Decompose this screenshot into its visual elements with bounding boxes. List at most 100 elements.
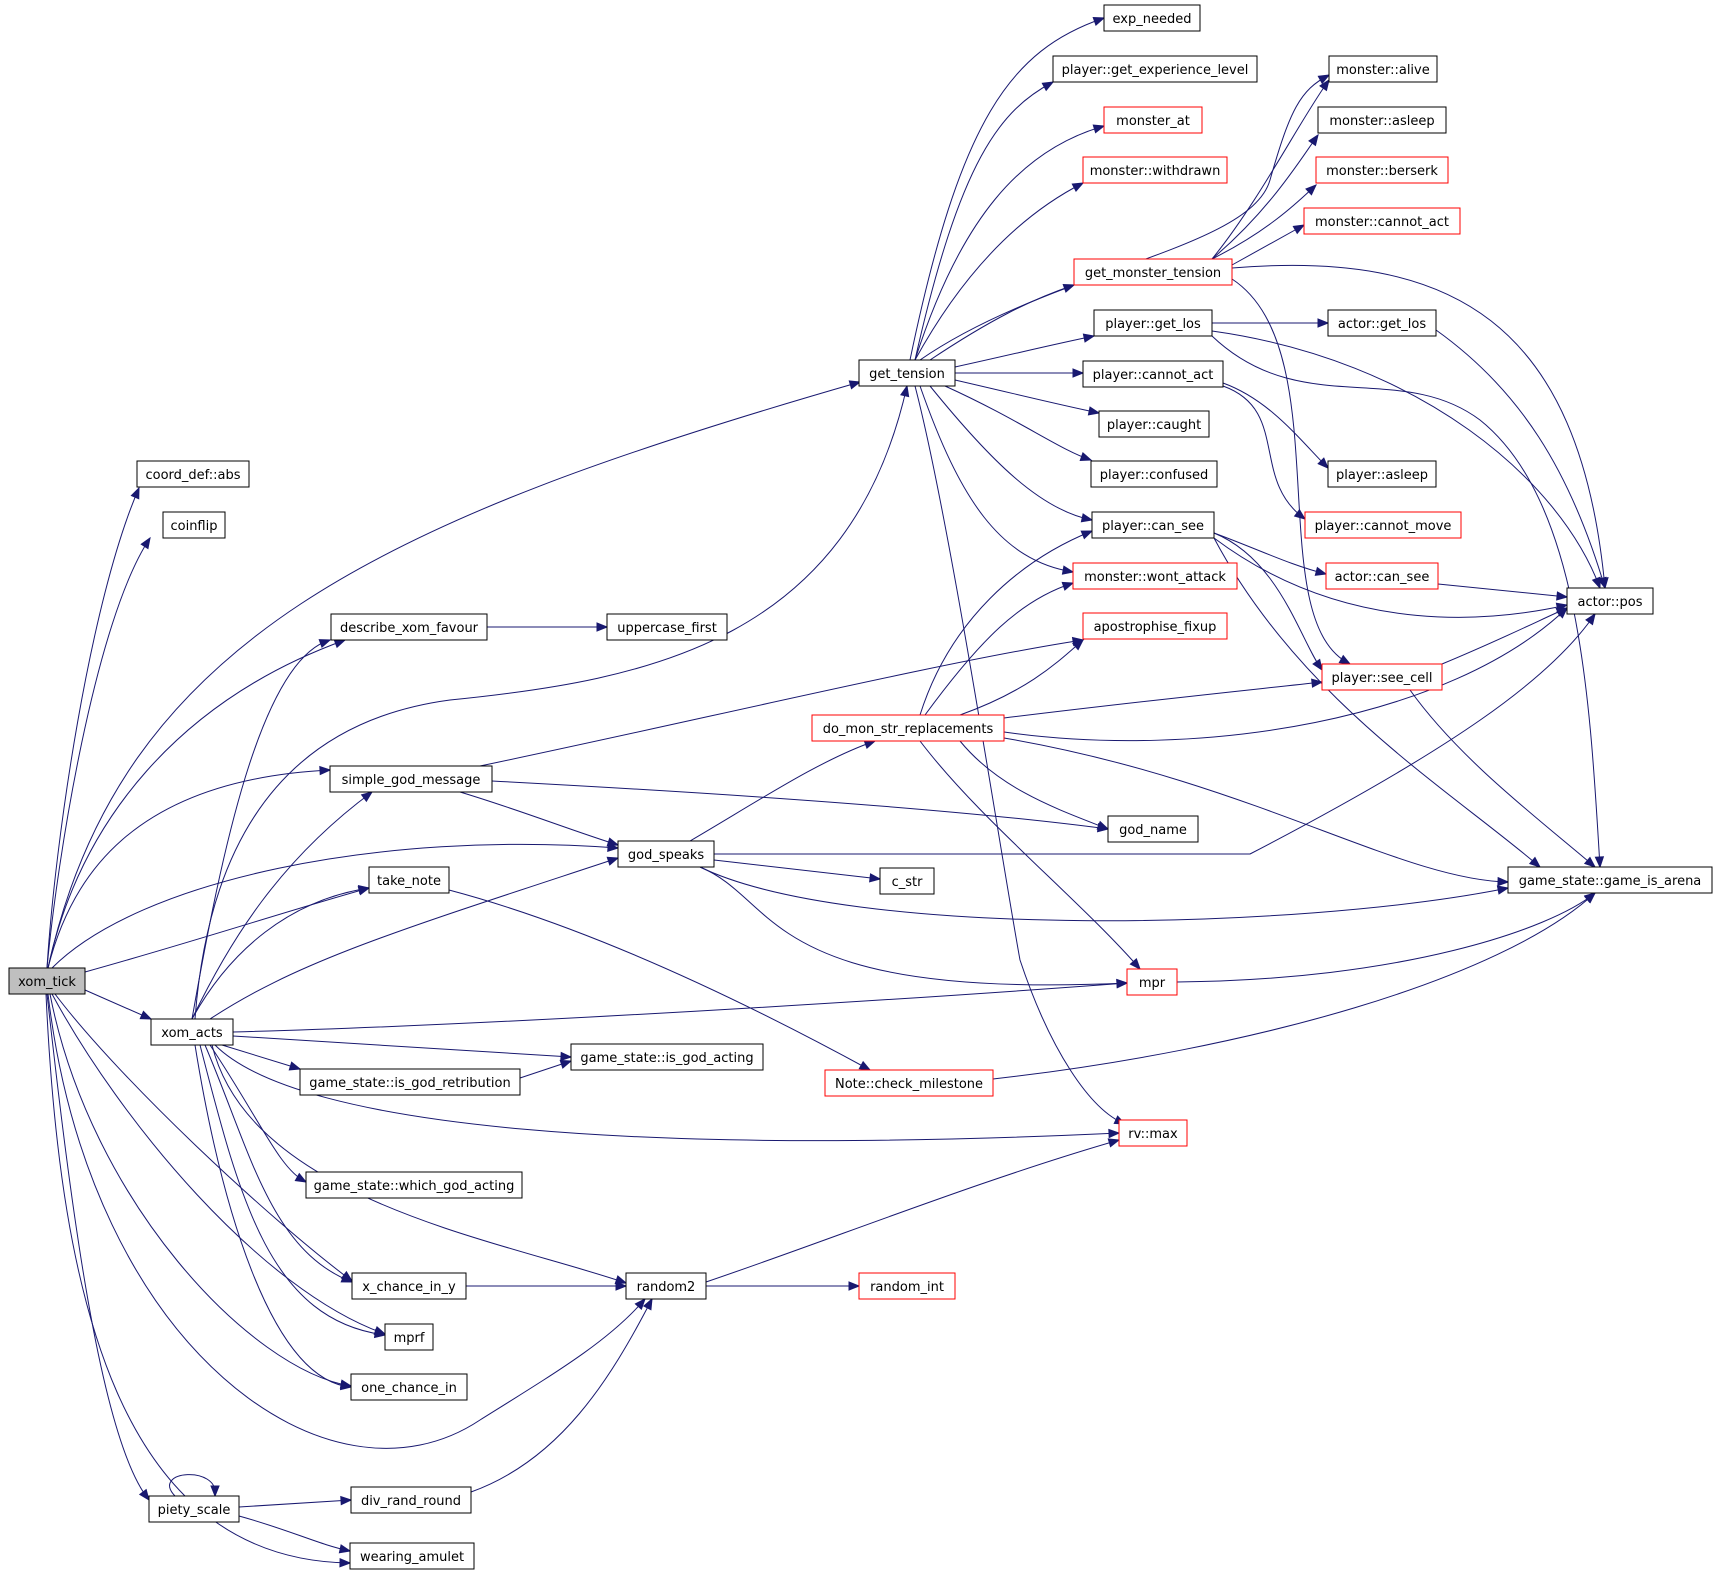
node-actor-can-see[interactable]: actor::can_see <box>1325 562 1439 590</box>
edge-line <box>191 639 331 1020</box>
node-is-god-acting[interactable]: game_state::is_god_acting <box>570 1043 764 1071</box>
edge-arrowhead <box>339 1558 352 1568</box>
node-which-god-acting[interactable]: game_state::which_god_acting <box>305 1171 523 1199</box>
node-label: coinflip <box>170 519 217 534</box>
node-box <box>351 1272 467 1300</box>
node-mprf[interactable]: mprf <box>384 1323 434 1351</box>
node-game-is-arena[interactable]: game_state::game_is_arena <box>1507 866 1713 894</box>
edge-arrowhead <box>1082 333 1096 343</box>
node-label: monster::cannot_act <box>1315 215 1449 230</box>
edge-arrowhead <box>294 1172 308 1183</box>
node-god-speaks[interactable]: god_speaks <box>617 840 715 868</box>
edge-player_see_cell-to-game_is_arena <box>1409 689 1597 868</box>
node-monster-asleep[interactable]: monster::asleep <box>1317 106 1447 134</box>
node-describe-xom-favour[interactable]: describe_xom_favour <box>330 613 488 641</box>
node-apostrophise-fixup[interactable]: apostrophise_fixup <box>1082 612 1228 640</box>
edge-line <box>959 639 1084 716</box>
node-monster-at[interactable]: monster_at <box>1103 106 1203 134</box>
node-coinflip[interactable]: coinflip <box>162 511 226 539</box>
node-box <box>330 613 488 641</box>
edge-line <box>54 993 353 1282</box>
edge-player_get_los-to-actor_pos <box>1211 330 1601 590</box>
node-simple-god-message[interactable]: simple_god_message <box>329 765 493 793</box>
node-note-check-milestone[interactable]: Note::check_milestone <box>824 1069 994 1097</box>
edge-line <box>1003 607 1568 742</box>
node-label: take_note <box>377 874 441 889</box>
edge-line <box>209 857 619 1020</box>
node-box <box>1566 587 1654 615</box>
edge-player_can_see-to-game_is_arena <box>1213 537 1542 868</box>
node-coord-abs[interactable]: coord_def::abs <box>136 460 250 488</box>
node-box <box>329 765 493 793</box>
node-x-chance-in-y[interactable]: x_chance_in_y <box>351 1272 467 1300</box>
node-box <box>305 1171 523 1199</box>
node-one-chance-in[interactable]: one_chance_in <box>350 1373 468 1401</box>
edge-div_rand_round-to-random2 <box>470 1297 653 1493</box>
node-monster-alive[interactable]: monster::alive <box>1328 55 1438 83</box>
edge-arrowhead <box>1129 957 1141 971</box>
node-god-name[interactable]: god_name <box>1107 815 1199 843</box>
node-actor-pos[interactable]: actor::pos <box>1566 587 1654 615</box>
node-xom-acts[interactable]: xom_acts <box>150 1018 234 1046</box>
node-box <box>1304 511 1462 539</box>
edge-player_get_los-to-actor_get_los <box>1212 318 1330 328</box>
edge-line <box>1176 892 1596 983</box>
edge-get_tension-to-player_get_los <box>954 333 1096 368</box>
node-player-caught[interactable]: player::caught <box>1098 410 1210 438</box>
node-take-note[interactable]: take_note <box>368 866 450 894</box>
node-rv-max[interactable]: rv::max <box>1118 1119 1188 1147</box>
edge-xom_acts-to-mprf <box>199 1044 387 1339</box>
node-player-see-cell[interactable]: player::see_cell <box>1321 663 1443 691</box>
node-actor-get-los[interactable]: actor::get_los <box>1327 309 1437 337</box>
node-wearing-amulet[interactable]: wearing_amulet <box>349 1542 475 1570</box>
node-monster-withdrawn[interactable]: monster::withdrawn <box>1082 156 1228 184</box>
edge-line <box>46 537 151 969</box>
edge-arrowhead <box>614 1275 628 1285</box>
node-player-get-experience-level[interactable]: player::get_experience_level <box>1052 55 1258 83</box>
node-monster-wont-attack[interactable]: monster::wont_attack <box>1072 562 1238 590</box>
edge-random2-to-rv_max <box>705 1138 1121 1283</box>
node-player-get-los[interactable]: player::get_los <box>1093 309 1213 337</box>
node-random2[interactable]: random2 <box>625 1272 707 1300</box>
node-label: exp_needed <box>1113 12 1192 27</box>
node-piety-scale[interactable]: piety_scale <box>148 1495 240 1523</box>
node-monster-cannot-act[interactable]: monster::cannot_act <box>1303 207 1461 235</box>
edge-line <box>914 125 1105 361</box>
node-get-monster-tension[interactable]: get_monster_tension <box>1073 258 1233 286</box>
edge-get_tension-to-exp_needed <box>909 17 1106 361</box>
node-label: div_rand_round <box>361 1494 461 1509</box>
node-c-str[interactable]: c_str <box>879 867 935 895</box>
node-label: player::can_see <box>1102 519 1204 534</box>
node-player-confused[interactable]: player::confused <box>1090 460 1218 488</box>
edge-arrowhead <box>1317 318 1330 328</box>
edge-arrowhead <box>333 639 347 649</box>
edge-arrowhead <box>1317 74 1331 85</box>
edge-xom_acts-to-god_speaks <box>209 856 620 1020</box>
node-random-int[interactable]: random_int <box>858 1272 956 1300</box>
node-get-tension[interactable]: get_tension <box>858 359 956 387</box>
node-player-asleep[interactable]: player::asleep <box>1327 460 1437 488</box>
edge-line <box>191 887 370 1020</box>
node-label: actor::can_see <box>1335 570 1430 585</box>
node-uppercase-first[interactable]: uppercase_first <box>606 613 728 641</box>
node-div-rand-round[interactable]: div_rand_round <box>350 1486 472 1514</box>
node-mpr[interactable]: mpr <box>1126 968 1178 996</box>
node-player-cannot-act[interactable]: player::cannot_act <box>1082 360 1224 388</box>
edge-arrowhead <box>869 873 882 883</box>
node-monster-berserk[interactable]: monster::berserk <box>1315 156 1449 184</box>
edge-line <box>211 1044 627 1284</box>
edge-arrowhead <box>1293 508 1307 520</box>
edge-xom_acts-to-rv_max <box>214 1044 1121 1142</box>
edge-arrowhead <box>634 1297 646 1311</box>
node-player-can-see[interactable]: player::can_see <box>1091 511 1215 539</box>
node-label: monster::wont_attack <box>1084 570 1226 585</box>
edge-arrowhead <box>1305 184 1317 196</box>
edge-take_note-to-Note_check_milestone <box>448 889 872 1071</box>
node-do-mon-str-replacements[interactable]: do_mon_str_replacements <box>811 714 1005 742</box>
node-label: Note::check_milestone <box>835 1077 983 1092</box>
node-is-god-retribution[interactable]: game_state::is_god_retribution <box>299 1068 521 1096</box>
node-box <box>1098 410 1210 438</box>
node-exp-needed[interactable]: exp_needed <box>1103 4 1201 32</box>
node-player-cannot-move[interactable]: player::cannot_move <box>1304 511 1462 539</box>
